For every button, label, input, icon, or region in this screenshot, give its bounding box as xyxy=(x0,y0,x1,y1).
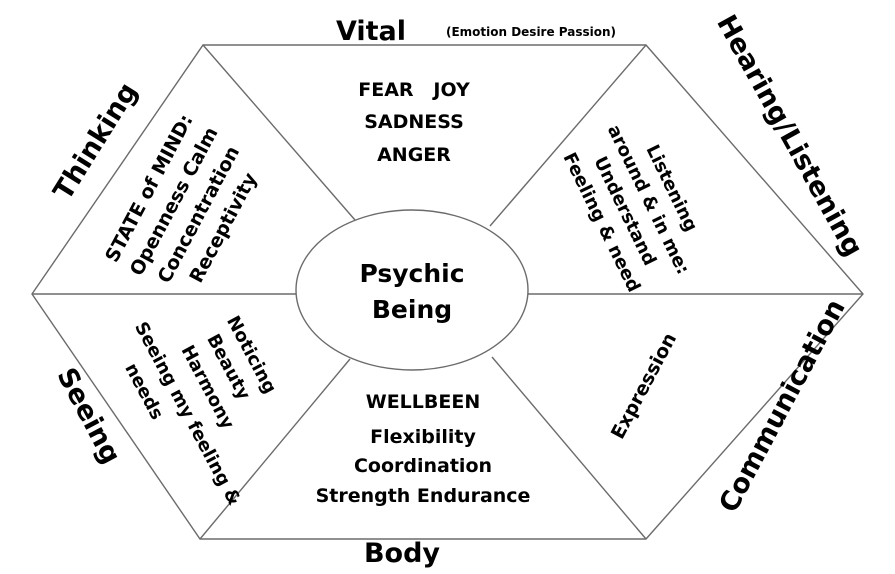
section-communication: Expression xyxy=(607,329,681,442)
label-vital: Vital xyxy=(336,16,406,47)
body-line2: Flexibility xyxy=(370,426,476,448)
section-body: WELLBEEN Flexibility Coordination Streng… xyxy=(316,391,531,507)
center-circle xyxy=(295,209,529,371)
section-thinking: STATE of MIND: Openness Calm Concentrati… xyxy=(101,111,262,287)
divider-spoke-top-left xyxy=(202,44,356,221)
divider-spoke-bottom-right xyxy=(491,356,647,540)
center-title-line1: Psychic xyxy=(359,259,464,288)
body-line1: WELLBEEN xyxy=(366,391,481,413)
center-title-line2: Being xyxy=(372,295,452,324)
label-thinking: Thinking xyxy=(48,77,144,205)
label-communication: Communication xyxy=(713,294,851,517)
label-body: Body xyxy=(364,538,440,569)
divider-spoke-bottom-left xyxy=(199,358,351,540)
communication-line1: Expression xyxy=(607,329,681,442)
section-hearing: Listening around & in me: Understand Fee… xyxy=(559,122,702,296)
section-vital: FEAR JOY SADNESS ANGER xyxy=(358,79,470,166)
section-seeing: Noticing Beauty Harmony Seeing my feelin… xyxy=(120,313,280,509)
label-hearing-listening: Hearing/Listening xyxy=(710,10,868,262)
divider-spoke-top-right xyxy=(489,44,647,227)
vital-line2: SADNESS xyxy=(364,111,464,133)
vital-line3: ANGER xyxy=(377,144,451,166)
body-line4: Strength Endurance xyxy=(316,485,531,507)
label-vital-note: (Emotion Desire Passion) xyxy=(446,25,616,39)
body-line3: Coordination xyxy=(354,455,492,477)
vital-line1: FEAR JOY xyxy=(358,79,470,101)
